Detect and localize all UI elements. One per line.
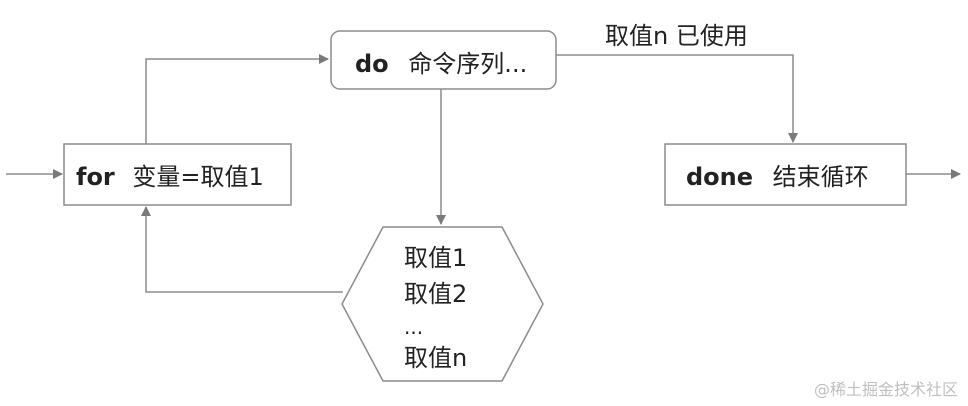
value-item-2: 取值2 — [404, 280, 467, 308]
used-edge-label: 取值n 已使用 — [605, 22, 748, 50]
value-item-ellipsis: ... — [404, 315, 423, 339]
for-assignment-text: 变量=取值1 — [132, 163, 263, 191]
do-to-done-arrow — [556, 54, 798, 143]
done-end-text: 结束循环 — [773, 163, 869, 191]
value-item-n: 取值n — [404, 344, 467, 372]
watermark: @稀土掘金技术社区 — [813, 380, 958, 399]
done-keyword: done — [686, 163, 753, 191]
svg-text:for 变量=取值1: for 变量=取值1 — [76, 163, 264, 191]
do-box: do 命令序列... — [330, 30, 557, 90]
for-box: for 变量=取值1 — [63, 143, 292, 206]
value-item-1: 取值1 — [404, 244, 467, 272]
svg-text:done 结束循环: done 结束循环 — [686, 163, 869, 191]
do-keyword: do — [355, 50, 389, 78]
done-box: done 结束循环 — [664, 143, 907, 206]
for-to-do-arrow — [145, 54, 329, 144]
values-to-for-arrow — [141, 206, 343, 293]
values-hexagon: 取值1 取值2 ... 取值n — [341, 226, 544, 382]
svg-text:do 命令序列...: do 命令序列... — [355, 50, 527, 78]
do-command-text: 命令序列... — [408, 50, 527, 78]
for-keyword: for — [76, 163, 115, 191]
